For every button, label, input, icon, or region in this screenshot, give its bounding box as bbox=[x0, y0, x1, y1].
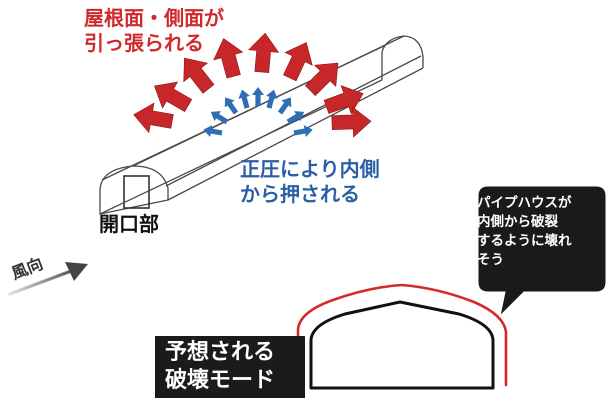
pull-arrow bbox=[213, 38, 244, 79]
failure-mode-label: 予想される 破壊モード bbox=[165, 339, 275, 395]
push-arrow bbox=[203, 125, 223, 137]
push-arrow bbox=[293, 125, 313, 137]
bubble-line-1: パイプハウスが bbox=[477, 195, 572, 211]
pull-arrow bbox=[248, 32, 280, 73]
front-door bbox=[123, 175, 150, 209]
roof-side-pulled-label: 屋根面・側面が 引っ張られる bbox=[84, 6, 224, 56]
mode-label-line-1: 予想される bbox=[165, 340, 276, 365]
bubble-line-3: するように壊れ bbox=[477, 233, 572, 249]
pull-arrow bbox=[304, 62, 339, 97]
pull-arrow bbox=[323, 85, 364, 115]
pull-arrow bbox=[133, 102, 174, 134]
speech-bubble-text: パイプハウスが 内側から破裂 するように壊れ そう bbox=[477, 194, 572, 270]
pressure-label-line-2: から押される bbox=[240, 182, 360, 206]
deformed-shape-outline bbox=[296, 283, 508, 387]
push-arrow bbox=[224, 97, 239, 115]
inner-pressure-label: 正圧により内側 から押される bbox=[240, 157, 380, 207]
push-arrow bbox=[277, 97, 292, 115]
pull-arrows bbox=[133, 32, 372, 138]
failure-mode-box bbox=[155, 336, 305, 398]
pull-arrow bbox=[183, 57, 215, 94]
wind-arrow-head bbox=[65, 262, 88, 281]
pull-arrow bbox=[283, 42, 313, 82]
push-arrow bbox=[266, 89, 278, 109]
pull-arrow bbox=[154, 81, 193, 112]
opening-label: 開口部 bbox=[99, 212, 159, 236]
bubble-line-4: そう bbox=[477, 252, 504, 268]
pull-arrow bbox=[331, 106, 372, 138]
wind-arrow-shaft bbox=[8, 269, 73, 296]
wind-direction-arrow bbox=[8, 262, 88, 296]
speech-bubble bbox=[477, 185, 607, 318]
pressure-label-line-1: 正圧により内側 bbox=[240, 157, 380, 181]
push-arrow bbox=[252, 87, 264, 106]
push-arrow bbox=[286, 111, 305, 125]
original-shape-outline bbox=[309, 300, 495, 390]
push-arrows bbox=[203, 87, 313, 137]
roof-label-line-1: 屋根面・側面が bbox=[84, 6, 224, 30]
push-arrow bbox=[210, 111, 229, 125]
roof-label-line-2: 引っ張られる bbox=[84, 31, 204, 55]
front-arch bbox=[99, 165, 169, 215]
bubble-line-2: 内側から破裂 bbox=[477, 214, 558, 230]
mode-label-line-2: 破壊モード bbox=[165, 368, 276, 393]
push-arrow bbox=[238, 89, 250, 109]
